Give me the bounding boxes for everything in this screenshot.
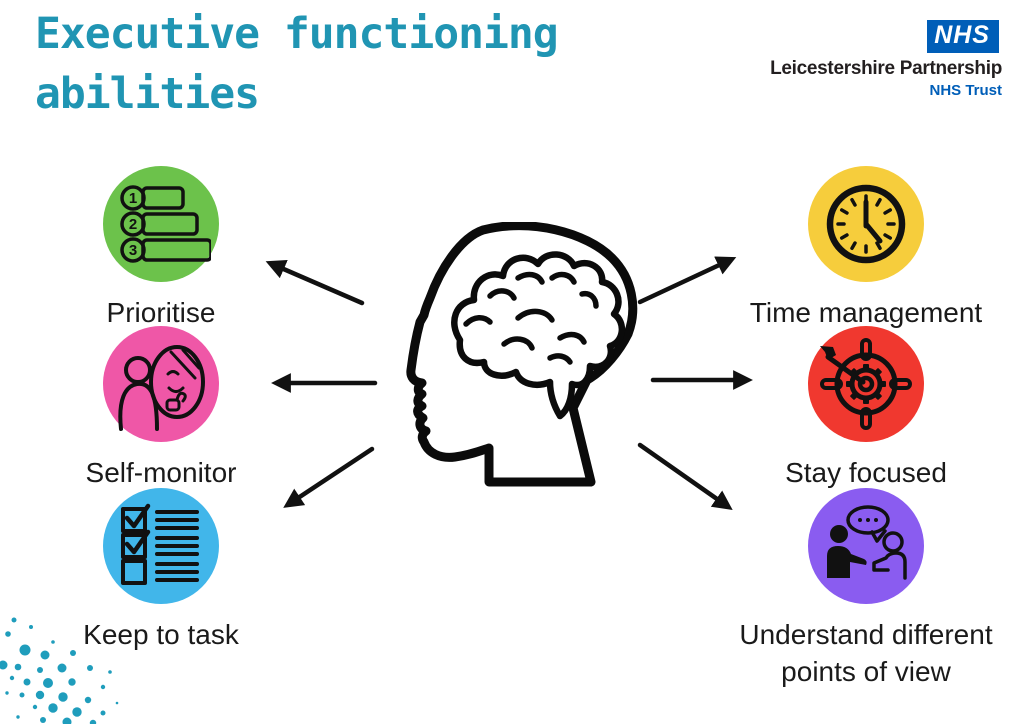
ability-label: Self-monitor [85,457,237,488]
ability-self-monitor: Self-monitor [41,326,281,491]
clock-icon [826,184,906,264]
svg-text:2: 2 [129,216,137,233]
arrow-to-prioritise [265,260,365,306]
ability-label: Prioritise [106,297,216,328]
ability-circle [808,488,924,604]
logo-trust: NHS Trust [929,82,1002,99]
ability-label: Keep to task [83,619,239,650]
speech-bubble-dots [858,518,862,522]
ability-time-management: Time management [723,166,1009,331]
ability-circle [103,326,219,442]
nhs-logo-icon: NHS [927,20,999,53]
ability-circle [808,166,924,282]
svg-text:1: 1 [129,190,137,207]
numbered-list-icon: 1 2 3 [120,185,211,263]
ability-label: Stay focused [785,457,947,488]
head-outline [406,222,638,487]
arrow-to-understand-views [637,442,733,510]
ability-circle [808,326,924,442]
ability-circle: 1 2 3 [103,166,219,282]
svg-text:3: 3 [129,242,137,259]
head-brain-illustration [406,222,638,487]
nhs-logo: NHS Leicestershire Partnership NHS Trust [740,20,1002,99]
ability-label: Time management [749,297,983,328]
checklist-icon [121,503,199,585]
ability-stay-focused: Stay focused [723,326,1009,491]
brain-gyri-lines [463,271,599,365]
ability-prioritise: 1 2 3 Prioritise [41,166,281,331]
ability-circle [103,488,219,604]
conversation-icon [827,505,907,580]
brain-outline [451,251,625,420]
ability-label: Understand different points of view [739,619,993,687]
ability-keep-to-task: Keep to task [41,488,281,653]
page-title: Executive functioning abilities [35,9,559,119]
target-icon [820,338,912,430]
arrow-to-keep-to-task [283,446,375,508]
arrow-to-time-management [637,256,737,305]
mirror-icon [118,345,205,431]
logo-organisation: Leicestershire Partnership [770,58,1002,79]
ability-understand-views: Understand different points of view [723,488,1009,690]
